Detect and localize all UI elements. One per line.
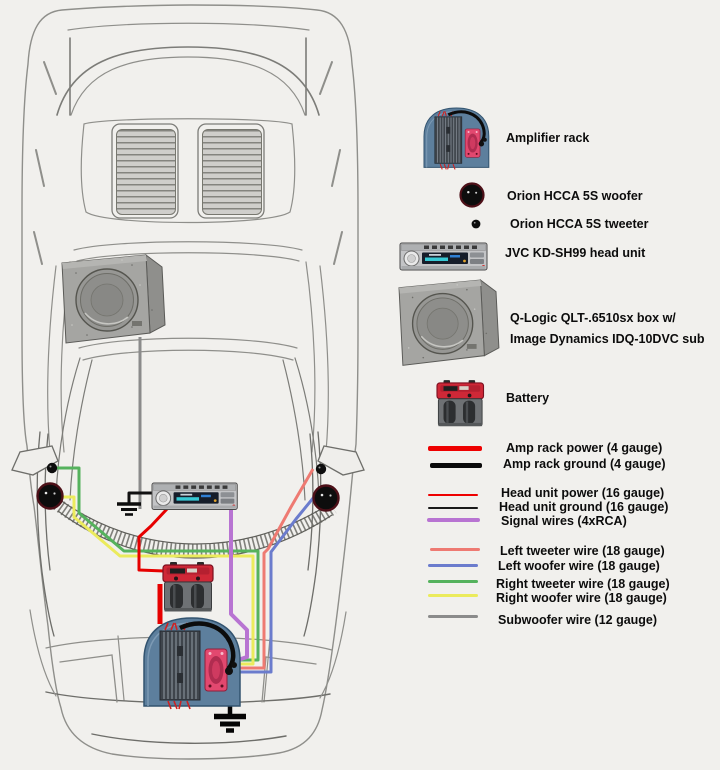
wire-label-hu-ground: Head unit ground (16 gauge) xyxy=(499,500,669,514)
swatch-hu-power xyxy=(428,494,478,496)
swatch-hu-ground xyxy=(428,507,478,509)
right-woofer-in-car xyxy=(36,482,64,510)
legend-label-battery: Battery xyxy=(506,391,550,405)
wire-label-right-woofer: Right woofer wire (18 gauge) xyxy=(496,591,667,605)
legend-label-tweeter: Orion HCCA 5S tweeter xyxy=(510,217,649,231)
left-mirror xyxy=(11,445,59,476)
head-unit-in-car xyxy=(151,482,238,510)
battery-icon xyxy=(436,379,485,427)
legend-label-woofer: Orion HCCA 5S woofer xyxy=(507,189,643,203)
amp-rack-in-car xyxy=(144,618,240,709)
sub-box-icon xyxy=(398,279,500,367)
left-tweeter-in-car xyxy=(315,463,327,475)
woofer-icon xyxy=(459,182,485,208)
wire-label-right-tweeter: Right tweeter wire (18 gauge) xyxy=(496,577,670,591)
swatch-signal xyxy=(427,518,480,522)
swatch-left-woofer xyxy=(428,564,478,567)
left-woofer-in-car xyxy=(312,484,340,512)
left-tweeter-wire xyxy=(237,468,315,670)
right-mirror xyxy=(317,445,365,476)
wire-label-subwoofer: Subwoofer wire (12 gauge) xyxy=(498,613,658,627)
amp-rack-icon xyxy=(422,106,491,171)
legend-label-head-unit: JVC KD-SH99 head unit xyxy=(505,246,646,260)
legend-label-amp-rack: Amplifier rack xyxy=(506,131,590,145)
left-woofer-wire xyxy=(237,496,316,674)
swatch-left-tweeter xyxy=(430,548,480,551)
head-unit-icon xyxy=(399,242,488,271)
wire-layer xyxy=(57,337,316,674)
battery-in-car xyxy=(162,561,214,613)
swatch-right-woofer xyxy=(428,594,478,597)
right-tweeter-in-car xyxy=(46,462,58,474)
wire-label-amp-power: Amp rack power (4 gauge) xyxy=(506,441,663,455)
swatch-amp-ground xyxy=(430,463,482,468)
signal-wires xyxy=(229,509,249,662)
swatch-subwoofer xyxy=(428,615,478,618)
engine-vent-right xyxy=(202,129,262,215)
right-woofer-wire xyxy=(62,495,255,666)
right-tweeter-wire xyxy=(57,466,260,662)
wire-label-left-woofer: Left woofer wire (18 gauge) xyxy=(498,559,660,573)
wire-label-amp-ground: Amp rack ground (4 gauge) xyxy=(503,457,666,471)
head-unit-power-wire xyxy=(137,507,169,573)
wire-label-signal: Signal wires (4xRCA) xyxy=(501,514,627,528)
engine-vent-left xyxy=(116,129,176,215)
legend-label-sub-box-2: Image Dynamics IDQ-10DVC sub xyxy=(510,332,705,346)
subwoofer-box-in-car xyxy=(61,254,166,344)
swatch-amp-power xyxy=(428,446,482,451)
tweeter-icon xyxy=(471,219,481,229)
legend-label-sub-box-1: Q-Logic QLT-.6510sx box w/ xyxy=(510,311,676,325)
wire-label-left-tweeter: Left tweeter wire (18 gauge) xyxy=(500,544,665,558)
swatch-right-tweeter xyxy=(428,580,478,583)
head-unit-ground-wire xyxy=(127,491,152,503)
head-unit-ground-symbol xyxy=(117,502,141,516)
car-body-outline xyxy=(11,4,365,760)
wire-label-hu-power: Head unit power (16 gauge) xyxy=(501,486,665,500)
